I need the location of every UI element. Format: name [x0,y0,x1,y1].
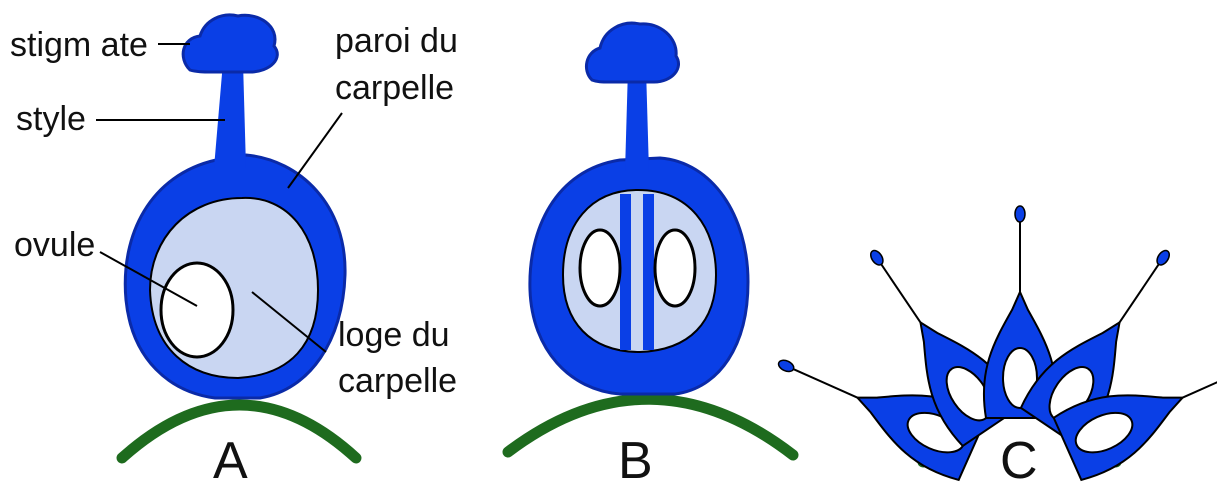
ovule-a [161,263,233,357]
carpel-ring-c [764,206,1217,482]
panel-b [508,23,793,455]
ovule-b-left [580,230,620,306]
label-ovule: ovule [14,226,95,264]
panel-label-c: C [1000,432,1038,486]
label-paroi-line1: paroi du [335,22,458,60]
panel-label-a: A [213,432,248,486]
style-b [625,68,649,172]
style-c [792,368,860,398]
label-loge-line1: loge du [338,316,450,354]
panel-a [122,15,356,458]
label-paroi-line2: carpelle [335,69,454,107]
style-c [880,263,921,324]
style-c [1118,263,1159,324]
stigma-c [777,358,796,374]
label-style: style [16,100,86,138]
label-stigmate: stigm ate [10,26,148,64]
leader-paroi [288,113,342,188]
septum-b-right [643,194,654,350]
style-a [214,62,246,168]
ovule-b-right [655,230,695,306]
label-loge-line2: carpelle [338,362,457,400]
panel-c [764,206,1217,482]
panel-label-b: B [618,432,653,486]
stigma-c [1155,248,1172,267]
stigma-c [868,248,885,267]
septum-b-left [620,194,631,350]
stigma-c [1015,206,1025,222]
stigma-b [586,23,678,82]
stigma-a [183,15,277,72]
style-c [1181,368,1217,398]
